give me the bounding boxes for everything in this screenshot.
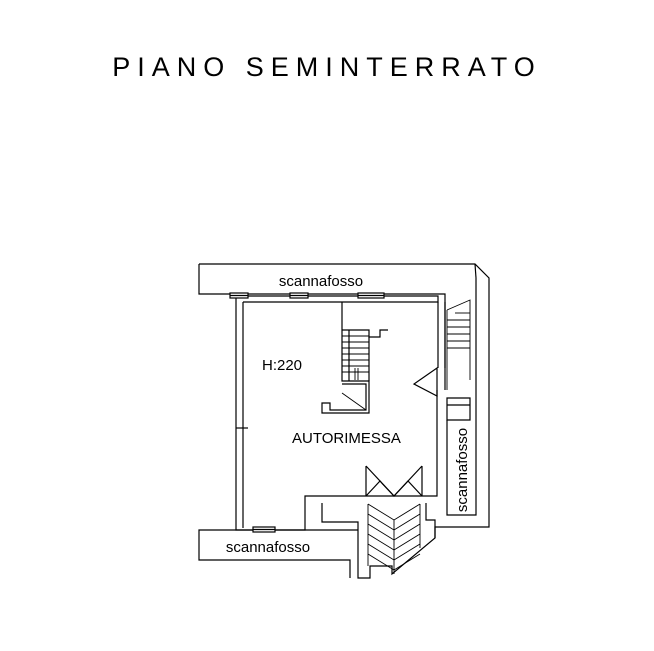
- label-scannafosso-top: scannafosso: [279, 273, 363, 290]
- room-wall-outer: [235, 296, 438, 531]
- side-stair: [446, 299, 471, 390]
- label-height: H:220: [262, 357, 302, 374]
- plan-title: PIANO SEMINTERRATO: [112, 52, 542, 82]
- internal-stair: [321, 302, 370, 414]
- label-scannafosso-bottom: scannafosso: [226, 539, 310, 556]
- room-wall-top: [236, 295, 439, 303]
- door-right: [412, 366, 438, 397]
- label-room: AUTORIMESSA: [292, 430, 401, 447]
- garage-door: [365, 465, 423, 497]
- scannafosso-right-inner: [446, 278, 477, 516]
- window-right: [446, 397, 471, 421]
- entrance-ramp: [305, 503, 436, 579]
- label-scannafosso-right: scannafosso: [454, 428, 471, 512]
- scannafosso-bottom-outline: [198, 529, 351, 578]
